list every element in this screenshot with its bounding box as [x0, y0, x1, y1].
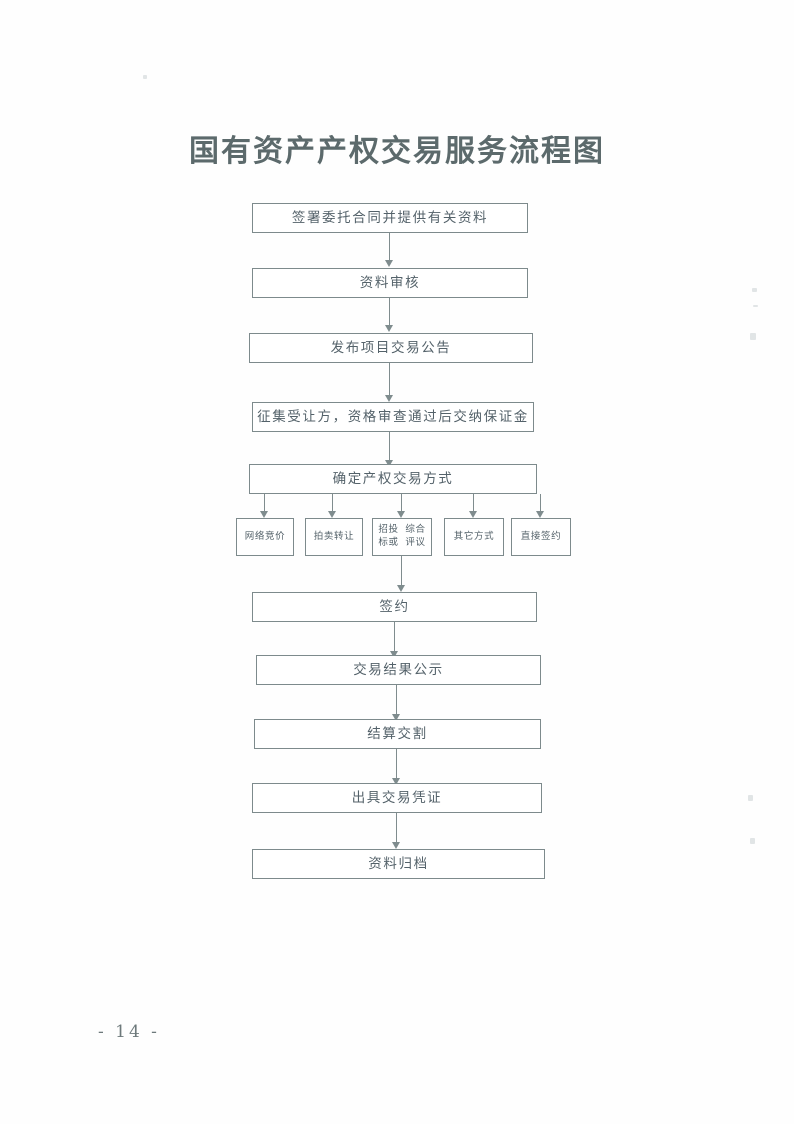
- connector-b3-n6: [401, 556, 403, 587]
- flow-node-issue-certificate[interactable]: 出具交易凭证: [252, 783, 542, 813]
- connector-n5-b4: [473, 494, 475, 513]
- scan-speck: [753, 305, 758, 307]
- arrowhead-n2-n3: [385, 325, 393, 332]
- connector-n5-b3: [401, 494, 403, 513]
- arrowhead-n4-n5: [385, 460, 393, 467]
- arrowhead-n6-n7: [390, 651, 398, 658]
- flow-node-collect-transferee[interactable]: 征集受让方，资格审查通过后交纳保证金: [252, 402, 534, 432]
- connector-n9-n10: [396, 813, 398, 844]
- scan-speck: [748, 795, 753, 801]
- arrowhead-n5-b1: [260, 511, 268, 518]
- flow-node-direct-signing[interactable]: 直接签约: [511, 518, 571, 556]
- page-number: - 14 -: [98, 1022, 160, 1042]
- scan-speck: [750, 838, 755, 844]
- flow-node-sign-contract[interactable]: 签署委托合同并提供有关资料: [252, 203, 528, 233]
- flow-node-result-publicity[interactable]: 交易结果公示: [256, 655, 541, 685]
- connector-n8-n9: [396, 749, 398, 780]
- flow-node-signing[interactable]: 签约: [252, 592, 537, 622]
- connector-n2-n3: [389, 298, 391, 327]
- page-title: 国有资产产权交易服务流程图: [189, 134, 605, 169]
- flow-node-archive-materials[interactable]: 资料归档: [252, 849, 545, 879]
- arrowhead-n5-b3: [397, 511, 405, 518]
- arrowhead-n9-n10: [392, 842, 400, 849]
- flow-node-online-bidding[interactable]: 网络竞价: [236, 518, 294, 556]
- connector-n5-b5: [540, 494, 542, 513]
- scan-speck: [143, 75, 147, 79]
- arrowhead-n7-n8: [392, 714, 400, 721]
- flow-node-auction-transfer[interactable]: 拍卖转让: [305, 518, 363, 556]
- flow-node-settlement-delivery[interactable]: 结算交割: [254, 719, 541, 749]
- arrowhead-n5-b5: [536, 511, 544, 518]
- connector-n6-n7: [394, 622, 396, 653]
- connector-n5-b1: [264, 494, 266, 513]
- flow-node-determine-method[interactable]: 确定产权交易方式: [249, 464, 537, 494]
- flow-node-tender-or-review-line1: 招投标或: [378, 524, 399, 548]
- flow-node-other-method[interactable]: 其它方式: [444, 518, 504, 556]
- connector-n3-n4: [389, 363, 391, 397]
- connector-n7-n8: [396, 685, 398, 716]
- arrowhead-n5-b2: [328, 511, 336, 518]
- scan-speck: [750, 333, 756, 340]
- connector-n1-n2: [389, 233, 391, 262]
- flow-node-tender-or-review[interactable]: 招投标或 综合评议: [372, 518, 432, 556]
- flow-node-publish-announcement[interactable]: 发布项目交易公告: [249, 333, 533, 363]
- arrowhead-n1-n2: [385, 260, 393, 267]
- arrowhead-n3-n4: [385, 395, 393, 402]
- scan-speck: [752, 288, 757, 292]
- connector-n5-b2: [332, 494, 334, 513]
- arrowhead-n8-n9: [392, 778, 400, 785]
- arrowhead-b3-n6: [397, 585, 405, 592]
- flow-node-tender-or-review-line2: 综合评议: [405, 524, 426, 548]
- connector-n4-n5: [389, 432, 391, 462]
- flow-node-material-review[interactable]: 资料审核: [252, 268, 528, 298]
- arrowhead-n5-b4: [469, 511, 477, 518]
